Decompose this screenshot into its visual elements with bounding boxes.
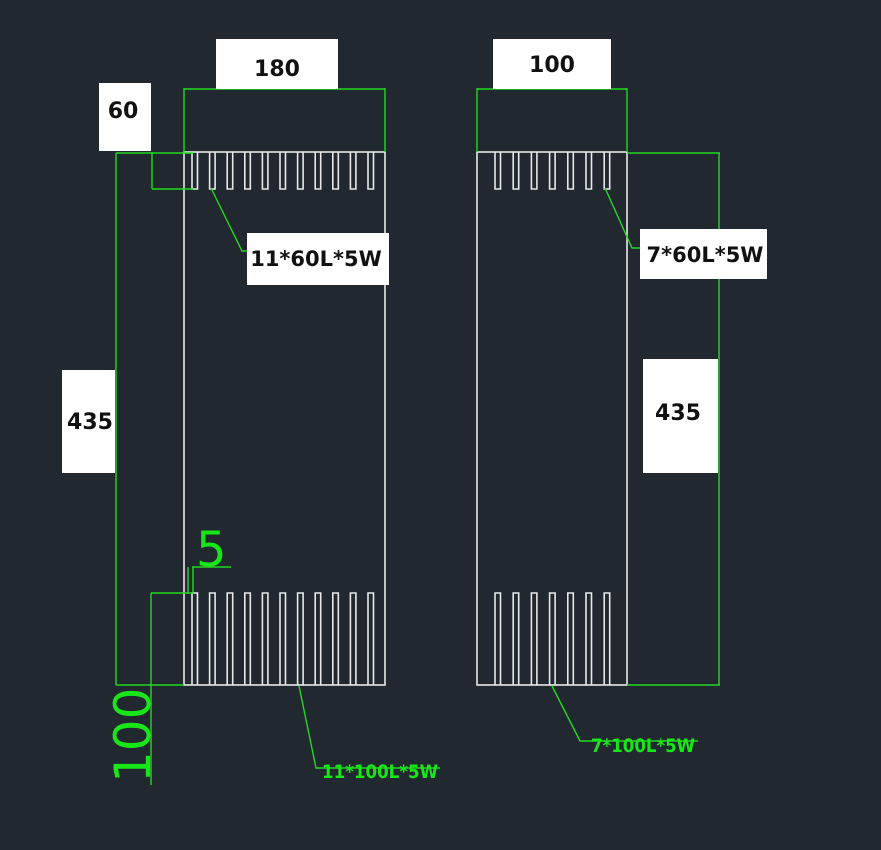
right-top-slot-leader [604,187,641,249]
left-top-slot-3 [226,152,234,190]
left-bottom-margin-label: 100 [104,688,162,783]
right-bottom-slot-4 [548,592,556,685]
left-bottom-slot-5 [261,592,269,685]
right-height-label: 435 [655,401,701,426]
right-top-slot-7 [603,152,611,190]
right-width-label-box [493,39,611,89]
left-top-slot-5 [261,152,269,190]
right-bottom-slot-7 [603,592,611,685]
left-slot-depth-label-box [99,83,151,151]
left-width-label: 180 [254,57,300,82]
right-bottom-slot-5 [567,592,575,685]
right-top-slot-3 [530,152,538,190]
left-top-slot-8 [314,152,322,190]
right-bottom-slot-leader [551,685,698,742]
right-top-slot-1 [494,152,502,190]
left-top-slot-leader [210,187,248,252]
left-bottom-slot-leader [298,685,440,769]
right-top-slot-6 [585,152,593,190]
right-top-slot-5 [567,152,575,190]
right-top-slot-2 [512,152,520,190]
right-part-outline [476,151,628,686]
right-top-slot-note: 7*60L*5W [647,243,764,267]
left-bottom-slot-9 [332,592,340,685]
left-slot-depth-label: 60 [108,99,139,124]
left-part: 180 60 435 11*60L*5W 5 100 11*100L*5W [62,39,440,785]
left-height-label-box [62,370,115,473]
right-bottom-slot-6 [585,592,593,685]
left-part-outline [183,151,386,686]
right-part: 100 435 7*60L*5W 7*100L*5W [476,39,767,757]
left-top-slot-4 [244,152,252,190]
right-bottom-slots [494,592,611,685]
right-bottom-slot-3 [530,592,538,685]
left-bottom-slot-7 [296,592,304,685]
right-bottom-slot-2 [512,592,520,685]
left-width-label-box [216,39,338,89]
left-bottom-slot-3 [226,592,234,685]
left-top-slot-1 [191,152,199,190]
right-top-slots [494,152,611,190]
right-top-slot-note-box [640,229,767,279]
left-top-slot-6 [279,152,287,190]
left-top-slot-11 [367,152,375,190]
left-bottom-slot-11 [367,592,375,685]
left-top-slot-note-box [247,233,389,285]
left-bottom-slot-note: 11*100L*5W [322,761,438,783]
left-bottom-slot-1 [191,592,199,685]
left-top-slot-2 [208,152,216,190]
left-bottom-slot-8 [314,592,322,685]
left-bottom-slot-10 [349,592,357,685]
left-height-label: 435 [67,410,113,435]
left-bottom-slot-6 [279,592,287,685]
left-top-slots [191,152,375,190]
left-top-slot-9 [332,152,340,190]
left-top-slot-7 [296,152,304,190]
left-bottom-slots [191,592,375,685]
left-bottom-slot-4 [244,592,252,685]
right-top-slot-4 [548,152,556,190]
left-top-slot-10 [349,152,357,190]
left-bottom-slot-2 [208,592,216,685]
right-height-label-box [643,359,718,473]
right-bottom-slot-note: 7*100L*5W [591,735,695,757]
left-slot-width-label: 5 [196,522,227,578]
right-width-label: 100 [529,53,575,78]
right-bottom-slot-1 [494,592,502,685]
left-top-slot-note: 11*60L*5W [250,247,382,271]
